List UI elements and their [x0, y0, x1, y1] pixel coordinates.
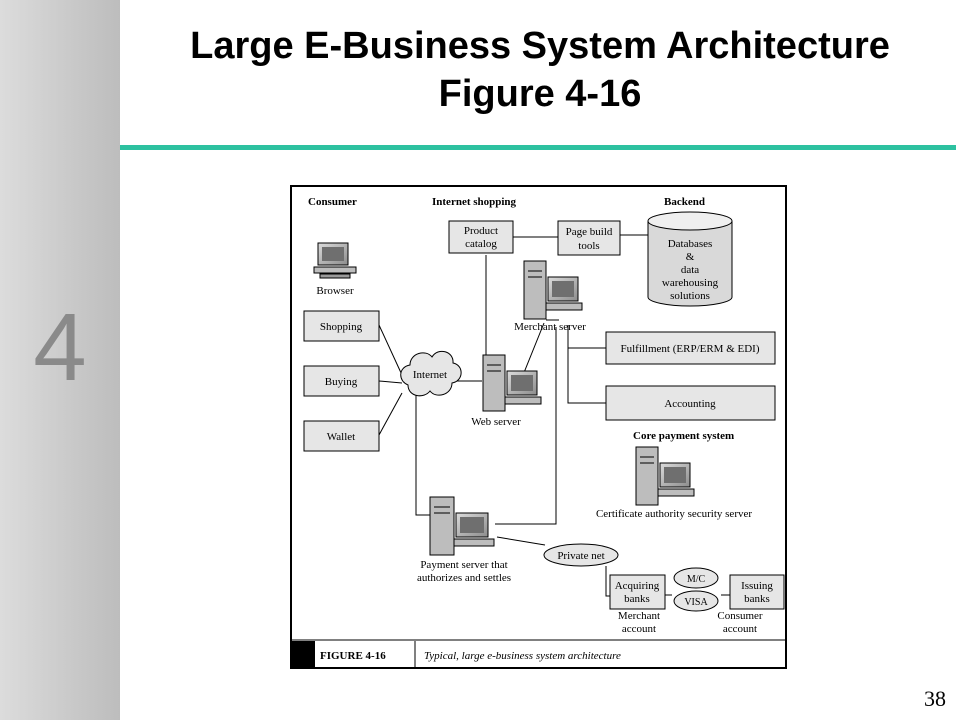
database-label-1: Databases	[668, 238, 713, 250]
page-build-tools-box	[557, 220, 621, 256]
header-consumer: Consumer	[308, 196, 357, 208]
database-label-2: &	[686, 251, 695, 263]
merchant-server-icon	[523, 260, 583, 320]
merchant-account-label-2: account	[622, 623, 656, 635]
merchant-account-label-1: Merchant	[618, 610, 660, 622]
visa-label: VISA	[684, 597, 708, 608]
header-core-payment: Core payment system	[633, 430, 734, 442]
slide-title-line-1: Large E-Business System Architecture	[190, 25, 890, 67]
accounting-box	[605, 385, 776, 421]
database-label-5: solutions	[670, 290, 710, 302]
database-cylinder-icon	[647, 211, 733, 307]
certificate-server-label: Certificate authority security server	[596, 508, 752, 520]
connector-lines	[378, 234, 731, 597]
payment-server-label-2: authorizes and settles	[417, 572, 511, 584]
browser-label: Browser	[316, 285, 354, 297]
acquiring-banks-label-2: banks	[624, 593, 650, 605]
product-catalog-label-2: catalog	[465, 238, 497, 250]
browser-computer-icon	[313, 242, 357, 279]
product-catalog-label-1: Product	[464, 225, 498, 237]
title-underline-rule	[120, 145, 956, 150]
wallet-label: Wallet	[327, 431, 355, 443]
acquiring-banks-box	[609, 574, 666, 610]
buying-label: Buying	[325, 376, 358, 388]
consumer-account-label-2: account	[723, 623, 757, 635]
web-server-label: Web server	[471, 416, 521, 428]
architecture-diagram: Consumer Internet shopping Backend Core …	[290, 185, 787, 669]
header-backend: Backend	[664, 196, 705, 208]
page-build-label-1: Page build	[566, 226, 613, 238]
shopping-label: Shopping	[320, 321, 363, 333]
payment-server-label-1: Payment server that	[420, 559, 507, 571]
header-internet-shopping: Internet shopping	[432, 196, 517, 208]
private-net-label: Private net	[557, 550, 604, 562]
left-sidebar-band	[0, 0, 120, 720]
consumer-account-label-1: Consumer	[717, 610, 763, 622]
accounting-label: Accounting	[664, 398, 716, 410]
mastercard-oval	[673, 567, 719, 589]
shopping-box	[303, 310, 380, 342]
merchant-server-label: Merchant server	[514, 321, 586, 333]
fulfillment-label: Fulfillment (ERP/ERM & EDI)	[620, 343, 759, 355]
internet-label: Internet	[413, 369, 447, 381]
issuing-banks-label-2: banks	[744, 593, 770, 605]
architecture-figure: Consumer Internet shopping Backend Core …	[290, 185, 787, 669]
payment-server-icon	[429, 496, 495, 556]
database-label-4: warehousing	[662, 277, 719, 289]
acquiring-banks-label-1: Acquiring	[615, 580, 660, 592]
slide-title: Large E-Business System Architecture Fig…	[125, 22, 955, 118]
caption-text: Typical, large e-business system archite…	[424, 650, 621, 662]
slide-title-line-2: Figure 4-16	[438, 73, 642, 115]
page-build-label-2: tools	[578, 240, 599, 252]
chapter-number: 4	[33, 294, 87, 401]
database-label-3: data	[681, 264, 699, 276]
internet-cloud-icon	[400, 350, 462, 397]
page-number: 38	[924, 686, 946, 711]
issuing-banks-label-1: Issuing	[741, 580, 773, 592]
fulfillment-box	[605, 331, 776, 365]
issuing-banks-box	[729, 574, 785, 610]
certificate-server-icon	[635, 446, 695, 506]
mastercard-label: M/C	[687, 574, 706, 585]
wallet-box	[303, 420, 380, 452]
caption-figure-label: FIGURE 4-16	[320, 650, 386, 662]
caption-black-block	[292, 641, 315, 667]
visa-oval	[673, 590, 719, 612]
web-server-icon	[482, 354, 542, 412]
product-catalog-box	[448, 220, 514, 254]
buying-box	[303, 365, 380, 397]
private-net-ellipse	[543, 543, 619, 567]
